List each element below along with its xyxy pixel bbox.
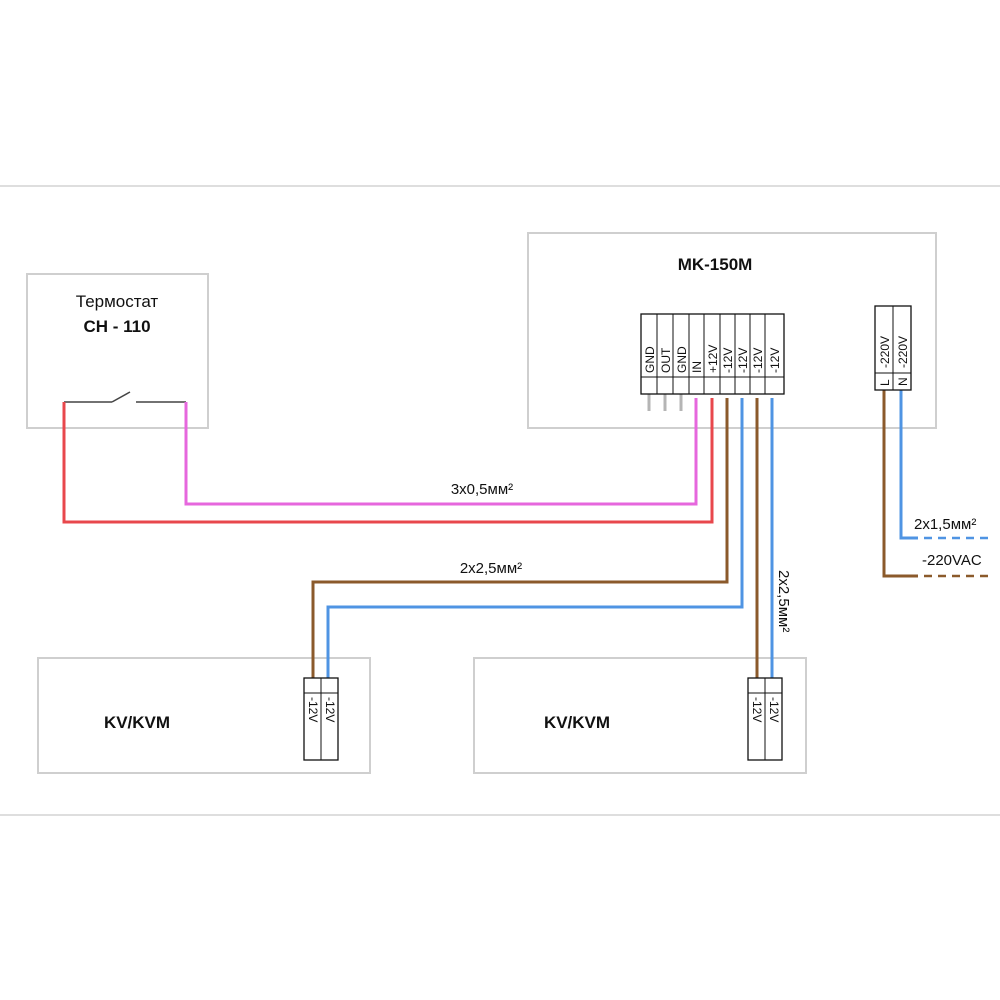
thermostat-model: CH - 110 — [83, 317, 150, 336]
load1-cable-label: 2х2,5мм² — [460, 560, 522, 577]
load2-cable-label: 2х2,5мм² — [775, 570, 792, 632]
load-1-terminal-block: -12V -12V — [303, 677, 339, 761]
wire-brown-power — [882, 390, 918, 578]
power-terminal-2: -220V — [896, 336, 910, 368]
power-mark-l: L — [878, 379, 892, 386]
wire-blue-load1 — [326, 398, 744, 678]
terminal-minus12v-3: -12V — [751, 348, 765, 373]
terminal-minus12v-4: -12V — [768, 348, 782, 373]
controller-title: MK-150M — [678, 255, 753, 274]
power-mark-n: N — [896, 377, 910, 386]
load-2-terminal-1: -12V — [750, 697, 764, 722]
terminal-gnd-2: GND — [675, 346, 689, 373]
load-1-terminal-2: -12V — [323, 697, 337, 722]
power-voltage-label: -220VAC — [922, 552, 982, 569]
wire-brown-load1 — [311, 398, 729, 678]
load-1-terminal-1: -12V — [306, 697, 320, 722]
power-terminal-1: -220V — [878, 336, 892, 368]
thermostat-box: Термостат CH - 110 — [26, 273, 209, 429]
terminal-in: IN — [690, 361, 704, 373]
load-2-terminal-2: -12V — [767, 697, 781, 722]
power-terminal-block: -220V -220V L N — [874, 305, 912, 391]
wire-red — [62, 398, 714, 524]
controller-terminal-block: GND OUT GND IN +12V -12V -12V -12V -12V — [640, 313, 785, 395]
power-cable-label: 2х1,5мм² — [914, 516, 976, 533]
load-2-title: KV/KVM — [544, 713, 610, 732]
load-1-title: KV/KVM — [104, 713, 170, 732]
terminal-out: OUT — [659, 347, 673, 373]
wire-pink — [184, 398, 698, 506]
terminal-minus12v-2: -12V — [736, 348, 750, 373]
thermostat-title: Термостат — [76, 292, 159, 311]
terminal-minus12v-1: -12V — [721, 348, 735, 373]
wire-blue-power — [899, 390, 918, 540]
load-2-terminal-block: -12V -12V — [747, 677, 783, 761]
terminal-plus12v: +12V — [706, 345, 720, 373]
terminal-gnd-1: GND — [643, 346, 657, 373]
thermo-cable-label: 3х0,5мм² — [451, 481, 513, 498]
unused-pins — [647, 394, 683, 411]
switch-symbol — [64, 391, 186, 403]
